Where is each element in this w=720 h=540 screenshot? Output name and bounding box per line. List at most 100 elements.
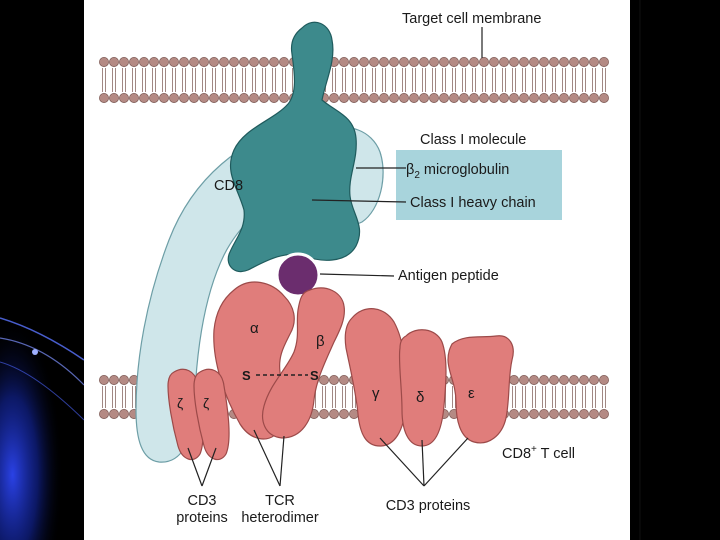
lipid-tail: [562, 386, 566, 408]
leader-line-heavy-chain: [311, 199, 407, 203]
lipid-tail: [342, 68, 346, 92]
cd3-zeta-chain-2: [193, 368, 230, 461]
lipid-head: [539, 93, 549, 103]
lipid-head: [569, 409, 579, 419]
lipid-tail: [202, 68, 206, 92]
lipid-tail: [582, 68, 586, 92]
lipid-head: [529, 93, 539, 103]
lipid-tail: [452, 68, 456, 92]
swoosh-line: [0, 317, 85, 361]
lipid-tail: [362, 68, 366, 92]
lipid-tail: [532, 68, 536, 92]
lipid-tail: [162, 68, 166, 92]
lipid-head: [319, 409, 329, 419]
leader-line-cd3-right: [423, 437, 469, 487]
heavy-chain-label: Class I heavy chain: [410, 195, 536, 211]
lipid-head: [579, 409, 589, 419]
leader-line-cd3-left: [201, 447, 217, 487]
lipid-tail: [262, 68, 266, 92]
lipid-head: [509, 93, 519, 103]
lipid-head: [509, 375, 519, 385]
lipid-head: [239, 93, 249, 103]
lipid-head: [589, 409, 599, 419]
lipid-head: [429, 93, 439, 103]
lipid-head: [499, 57, 509, 67]
lipid-head: [349, 93, 359, 103]
lipid-head: [349, 57, 359, 67]
epsilon-label: ε: [468, 385, 475, 402]
leader-line-antigen: [319, 273, 395, 277]
lipid-tail: [272, 68, 276, 92]
lipid-head: [259, 57, 269, 67]
lipid-tail: [182, 68, 186, 92]
lipid-head: [229, 57, 239, 67]
cd3-right-label: CD3 proteins: [386, 498, 471, 514]
lipid-head: [219, 57, 229, 67]
lipid-tail: [582, 386, 586, 408]
lipid-head: [419, 93, 429, 103]
lipid-tail: [172, 68, 176, 92]
delta-label: δ: [416, 389, 424, 406]
antigen-peptide-label: Antigen peptide: [398, 268, 499, 284]
lipid-head: [579, 57, 589, 67]
lipid-head: [479, 93, 489, 103]
lipid-head: [339, 375, 349, 385]
lipid-tail: [502, 68, 506, 92]
leader-line-cd3-right: [379, 437, 425, 487]
lipid-head: [109, 409, 119, 419]
lipid-head: [449, 57, 459, 67]
lipid-tail: [462, 68, 466, 92]
lipid-head: [129, 57, 139, 67]
lipid-head: [519, 93, 529, 103]
lipid-head: [599, 409, 609, 419]
lipid-head: [529, 409, 539, 419]
lipid-tail: [552, 386, 556, 408]
lipid-tail: [132, 68, 136, 92]
lipid-tail: [212, 68, 216, 92]
lipid-head: [139, 93, 149, 103]
lipid-head: [329, 93, 339, 103]
lipid-head: [379, 57, 389, 67]
lipid-head: [99, 93, 109, 103]
lipid-head: [259, 93, 269, 103]
lipid-tail: [442, 68, 446, 92]
lipid-head: [419, 57, 429, 67]
lipid-head: [529, 57, 539, 67]
lipid-tail: [412, 68, 416, 92]
leader-line-cd3-right: [421, 439, 425, 487]
zeta-1-label: ζ: [177, 395, 183, 411]
lipid-head: [249, 57, 259, 67]
lipid-head: [279, 57, 289, 67]
class-i-label-box: [396, 150, 562, 220]
lipid-tail: [432, 68, 436, 92]
lipid-head: [209, 93, 219, 103]
lipid-head: [389, 93, 399, 103]
lipid-head: [549, 409, 559, 419]
leader-line-tcr: [253, 429, 281, 487]
class-i-heavy-chain: [227, 21, 361, 273]
lipid-tail: [482, 68, 486, 92]
lipid-head: [539, 409, 549, 419]
lipid-head: [269, 93, 279, 103]
lipid-head: [549, 57, 559, 67]
lipid-head: [149, 93, 159, 103]
lipid-head: [319, 375, 329, 385]
lipid-tail: [512, 68, 516, 92]
lipid-head: [489, 57, 499, 67]
lipid-head: [449, 93, 459, 103]
lipid-head: [199, 57, 209, 67]
lipid-tail: [532, 386, 536, 408]
lipid-tail: [252, 68, 256, 92]
lipid-head: [439, 93, 449, 103]
lipid-head: [579, 93, 589, 103]
swoosh-line: [0, 361, 85, 421]
lipid-tail: [572, 386, 576, 408]
lipid-head: [189, 57, 199, 67]
lipid-head: [589, 375, 599, 385]
lipid-tail: [392, 68, 396, 92]
lipid-head: [409, 93, 419, 103]
lipid-head: [119, 409, 129, 419]
lipid-head: [239, 57, 249, 67]
lipid-head: [359, 57, 369, 67]
lipid-head: [399, 57, 409, 67]
